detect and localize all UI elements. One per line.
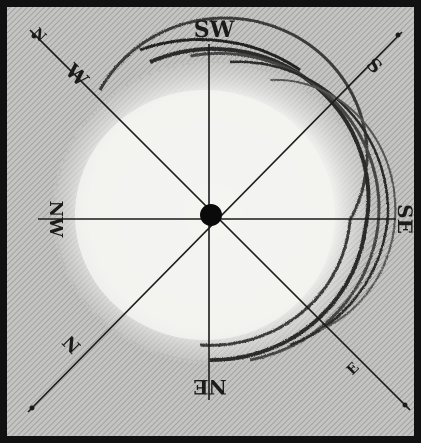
label-right: SE [393,204,417,234]
end-mark-top-right [396,33,401,38]
end-mark-bottom-right [403,403,408,408]
end-mark-bottom-left [30,406,35,411]
label-top: SW [194,17,235,43]
label-left: NW [45,201,66,238]
label-bottom: NE [193,375,227,399]
center-dot [200,204,222,226]
